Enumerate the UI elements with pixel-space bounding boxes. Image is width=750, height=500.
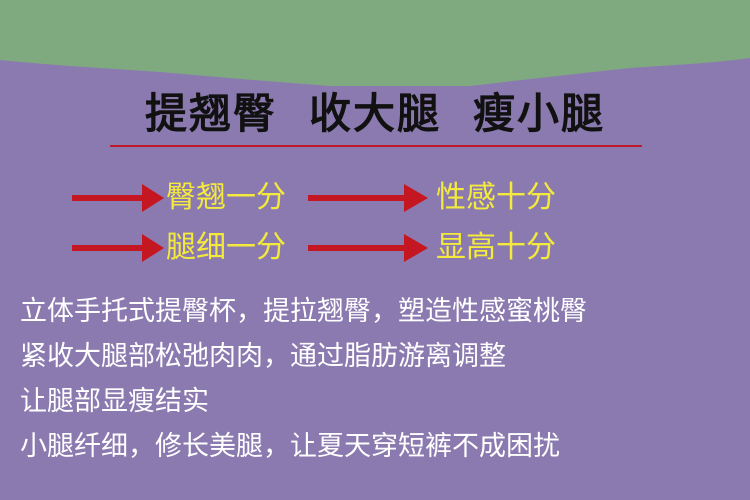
top-green-band [0,0,750,86]
benefit-row: 腿细一分 显高十分 [0,226,750,270]
description-line: 让腿部显瘦结实 [20,386,209,417]
benefit-row: 臀翘一分 性感十分 [0,176,750,220]
description-line: 小腿纤细，修长美腿，让夏天穿短裤不成困扰 [20,431,560,462]
headline-part-calf: 瘦小腿 [473,89,606,138]
description-line: 紧收大腿部松弛肉肉，通过脂肪游离调整 [20,341,506,372]
headline: 提翘臀收大腿瘦小腿 [0,86,750,142]
headline-part-thigh: 收大腿 [308,89,441,138]
red-right-arrow-icon [72,184,164,212]
red-right-arrow-icon [72,234,164,262]
benefit-left-text: 臀翘一分 [166,180,286,215]
red-right-arrow-icon [308,234,428,262]
headline-part-hip: 提翘臀 [144,89,277,138]
headline-underline [110,145,642,147]
benefit-right-text: 显高十分 [436,230,556,265]
red-right-arrow-icon [308,184,428,212]
benefit-right-text: 性感十分 [436,180,556,215]
benefit-left-text: 腿细一分 [166,230,286,265]
description-line: 立体手托式提臀杯，提拉翘臀，塑造性感蜜桃臀 [20,296,587,327]
